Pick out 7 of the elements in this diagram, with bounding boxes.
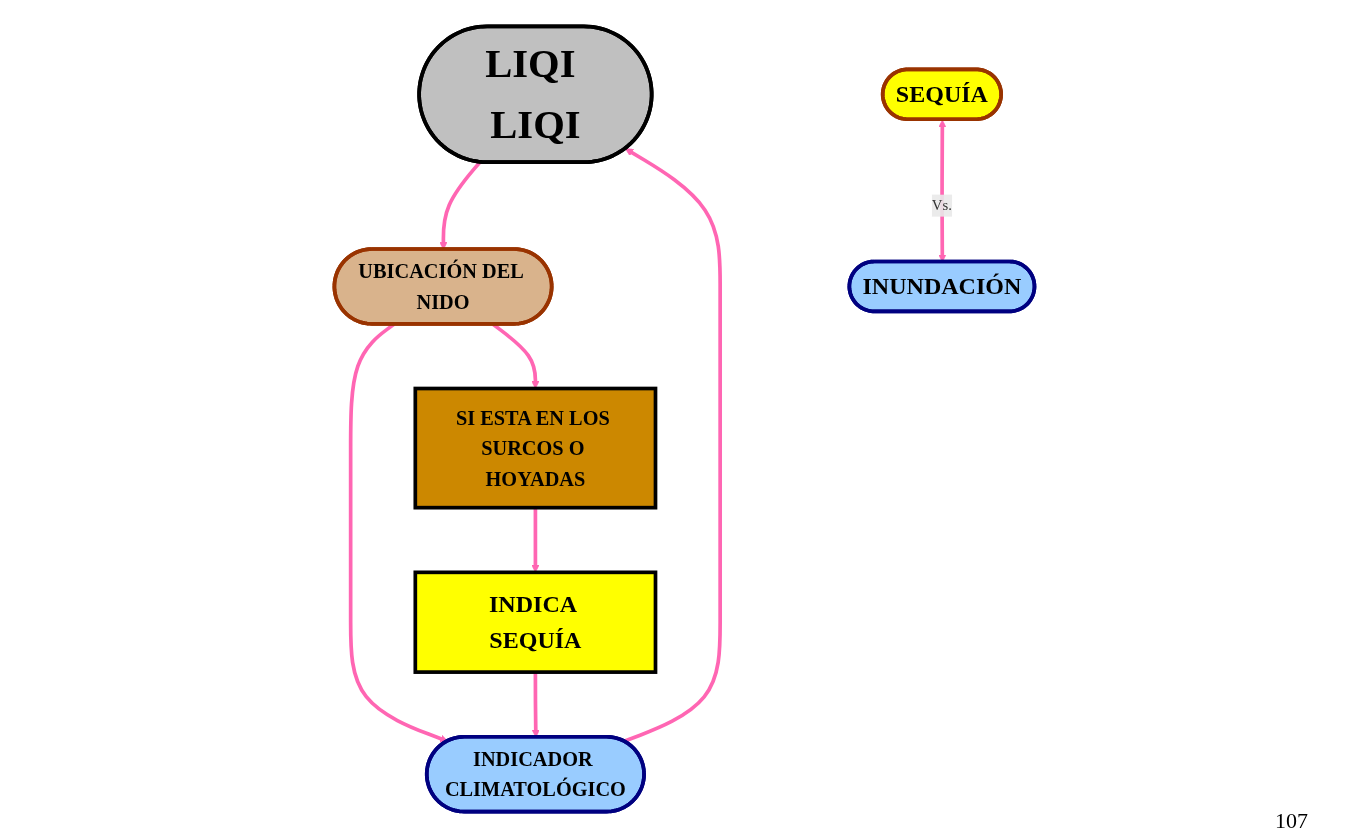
edge-label: Vs. bbox=[931, 197, 952, 213]
arrow bbox=[438, 161, 481, 250]
node-box: SI ESTA EN LOS SURCOS O HOYADAS bbox=[413, 386, 657, 510]
arrow bbox=[623, 148, 722, 744]
page-number: 107 bbox=[1275, 808, 1308, 833]
arrow bbox=[530, 507, 540, 573]
node-box: INDICA SEQUÍA bbox=[413, 570, 657, 674]
